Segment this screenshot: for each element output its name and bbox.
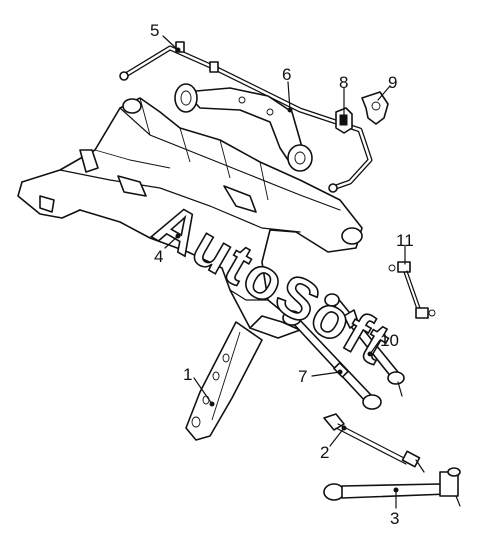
stabilizer-end-link (388, 261, 436, 319)
lower-link (323, 467, 461, 507)
adjustable-rod (323, 413, 425, 473)
callout-9: 9 (388, 73, 397, 92)
callout-5: 5 (150, 21, 159, 40)
clamp-bracket (361, 91, 389, 125)
lower-control-arm (185, 321, 263, 441)
lateral-link-long (282, 310, 382, 410)
callout-8: 8 (339, 73, 348, 92)
callout-3: 3 (390, 509, 399, 528)
rear-subframe (17, 97, 363, 339)
callout-10: 10 (380, 331, 399, 350)
callout-1: 1 (183, 365, 192, 384)
callout-7: 7 (298, 367, 307, 386)
callout-4: 4 (154, 247, 163, 266)
callout-labels: 5 6 8 9 4 11 10 7 1 2 3 (150, 21, 414, 528)
upper-link-bracket (174, 83, 313, 172)
callout-6: 6 (282, 65, 291, 84)
bushing (335, 107, 353, 134)
callout-2: 2 (320, 443, 329, 462)
leader-lines (162, 35, 406, 509)
callout-11: 11 (396, 231, 414, 250)
